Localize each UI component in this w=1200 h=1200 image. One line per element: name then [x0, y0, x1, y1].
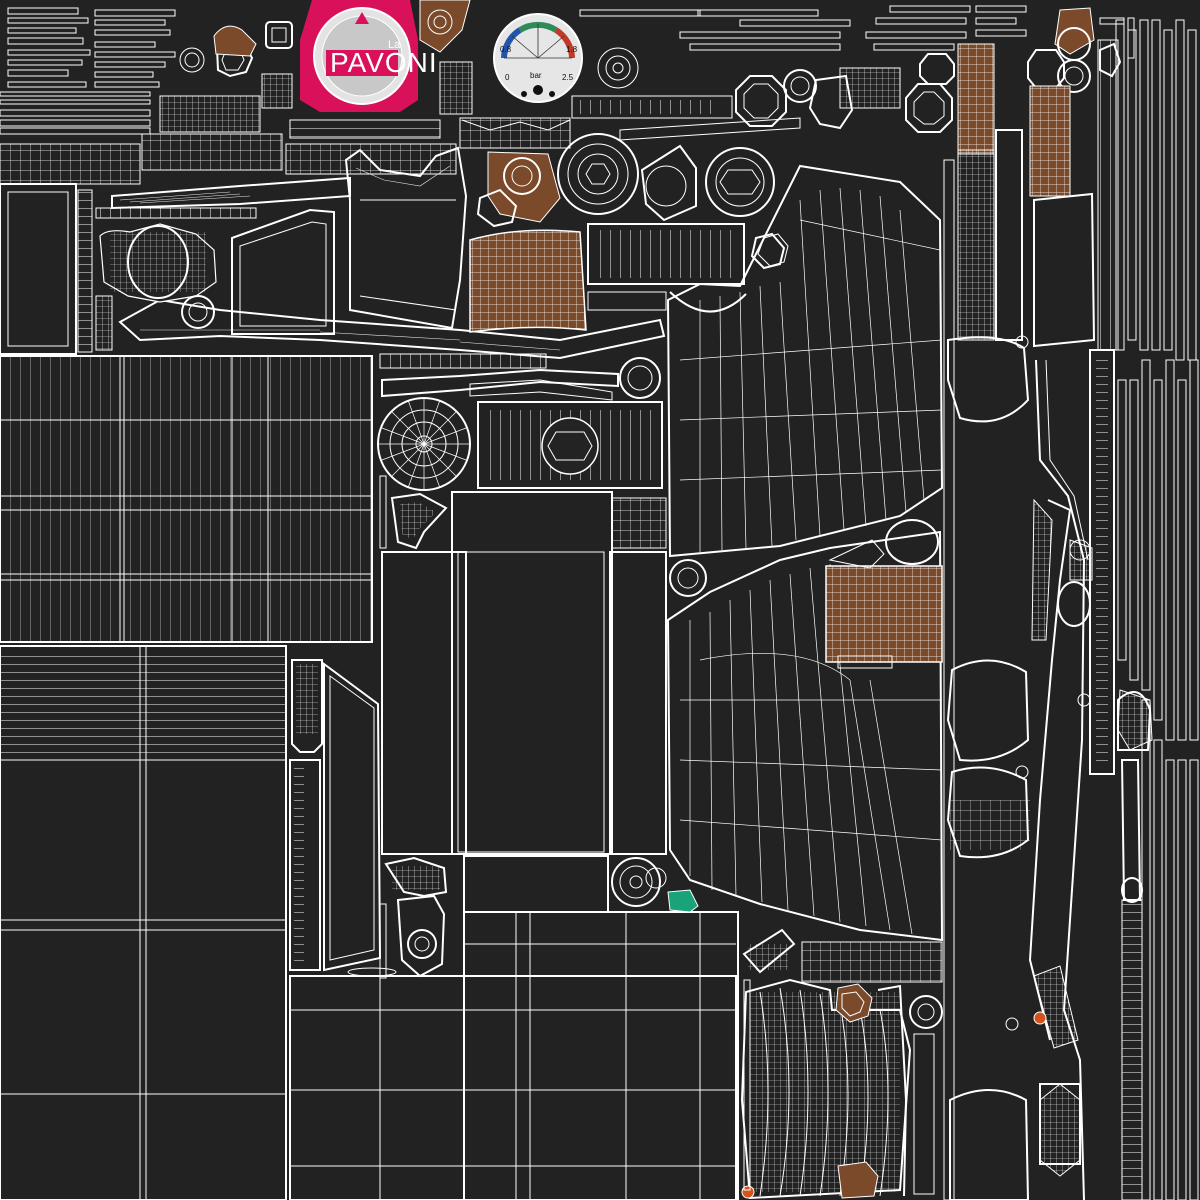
body-shell-lower: [666, 519, 944, 942]
round-knobs-upper: [557, 133, 786, 270]
lower-middle-parts: [347, 559, 707, 978]
far-right-strips: [1115, 19, 1199, 1200]
top-right-strips: [579, 5, 1027, 109]
left-panel-column: [0, 183, 257, 355]
right-round-lobes: [946, 335, 1030, 1200]
gauge-unit-label: bar: [530, 71, 542, 80]
large-left-grid-panel: [0, 355, 373, 643]
bottom-ribbed-assembly: [740, 978, 912, 1200]
logo-suffix-text: La: [388, 39, 401, 51]
gauge-tick-2: 1.8: [566, 45, 578, 54]
logo-brand-text: PAVONI: [330, 47, 438, 78]
top-small-parts: [179, 21, 293, 109]
top-center-parts: [285, 47, 801, 175]
gauge-tick-3: 2.5: [562, 73, 574, 82]
octagon-bolts-upper: [735, 53, 955, 133]
body-shell-upper: [666, 164, 944, 558]
right-curved-rails: [1028, 359, 1093, 1200]
pavoni-logo-badge: PAVONI La: [300, 0, 438, 112]
bottom-right-grid-block: [742, 928, 1081, 1197]
wood-parts-top: [419, 0, 473, 115]
vertical-strip-pieces: [289, 475, 387, 979]
center-boxes: [379, 223, 745, 401]
gauge-tick-0: 0: [505, 73, 510, 82]
radial-disc: [377, 397, 471, 491]
wood-flare-piece: [469, 151, 587, 333]
tall-center-rectangles: [381, 491, 667, 913]
gauge-tick-1: 0.8: [500, 45, 512, 54]
cylinder-unwrap: [477, 401, 667, 549]
bracket-shapes: [231, 146, 468, 335]
top-left-strips: [0, 7, 283, 185]
ribbed-grip-piece: [99, 223, 217, 329]
lower-center-grid: [289, 911, 739, 1200]
lower-left-grid-panel: [0, 645, 287, 1200]
mid-right-small-parts: [757, 233, 1152, 751]
pressure-gauge: 0 0.8 1.8 2.5 bar: [493, 13, 583, 103]
